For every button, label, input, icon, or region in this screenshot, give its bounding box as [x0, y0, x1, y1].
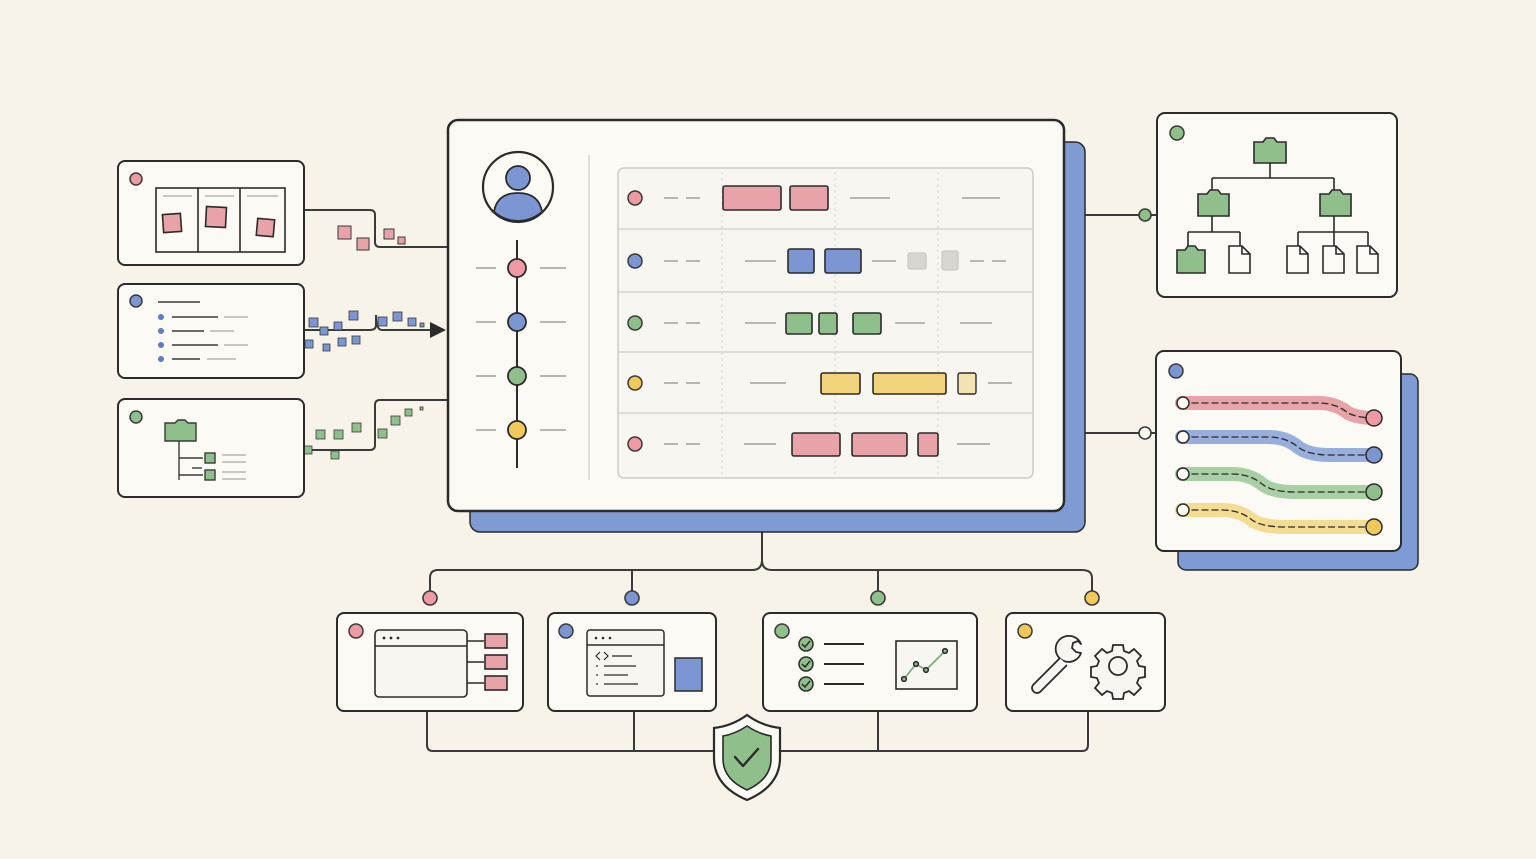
left-panel-list[interactable] — [117, 283, 305, 379]
status-dot-blue — [558, 623, 574, 639]
status-dot-red — [348, 623, 364, 639]
connector-bottom — [426, 712, 716, 752]
dot-right-top — [1138, 208, 1152, 222]
status-dot-red — [129, 172, 143, 186]
bottom-panel-tools[interactable] — [1005, 612, 1166, 712]
status-dot-green — [129, 410, 143, 424]
dot-bottom-1 — [422, 590, 438, 606]
folder-icon — [1253, 137, 1287, 164]
connector-trunk — [429, 532, 763, 598]
flow-end-dots — [1365, 409, 1383, 536]
dot-right-mid — [1138, 426, 1152, 440]
line-chart-icon — [895, 640, 958, 690]
flow-lines — [1175, 396, 1381, 534]
gear-icon — [1090, 644, 1146, 700]
checklist-icon — [798, 636, 864, 692]
right-panel-hierarchy[interactable] — [1156, 112, 1398, 298]
gantt-table — [617, 167, 1034, 479]
gantt-row-3 — [627, 312, 992, 335]
code-window-icon — [586, 629, 703, 697]
vertical-timeline — [476, 240, 566, 468]
shield-check-icon[interactable] — [712, 713, 782, 802]
particles-red — [337, 225, 406, 251]
folder-tree-icon — [164, 419, 246, 481]
file-icon — [1286, 245, 1309, 274]
status-dot-yellow — [1017, 623, 1033, 639]
timeline-node-green — [507, 366, 527, 386]
wrench-icon — [1031, 634, 1082, 694]
right-panel-flows[interactable] — [1155, 350, 1419, 571]
flow-start-spirals — [1176, 396, 1190, 517]
status-dot-blue — [1168, 363, 1184, 379]
timeline-node-blue — [507, 312, 527, 332]
file-icon — [1228, 245, 1251, 274]
status-dot-blue — [129, 294, 143, 308]
connector-dots — [422, 208, 1152, 606]
gantt-row-1 — [627, 185, 1000, 211]
folder-hierarchy-icon — [1176, 137, 1379, 274]
bottom-panel-checklist[interactable] — [762, 612, 978, 712]
bottom-panel-browser[interactable] — [336, 612, 524, 712]
file-icon — [1356, 245, 1379, 274]
folder-icon — [1319, 189, 1352, 217]
main-dashboard[interactable] — [446, 118, 1086, 533]
left-panel-kanban[interactable] — [117, 160, 305, 266]
bottom-panel-code[interactable] — [547, 612, 717, 712]
connector-left-2 — [304, 314, 446, 338]
timeline-node-red — [507, 258, 527, 278]
gantt-row-4 — [627, 372, 1012, 395]
bullet-list-icon — [158, 301, 248, 362]
kanban-board-icon — [155, 187, 286, 253]
status-dot-green — [1169, 125, 1185, 141]
browser-window-icon — [374, 629, 508, 698]
gantt-row-2 — [627, 248, 1006, 274]
folder-icon — [1197, 189, 1230, 217]
dot-bottom-4 — [1084, 590, 1100, 606]
connector-left-3 — [304, 399, 448, 451]
user-avatar-icon[interactable] — [481, 150, 555, 224]
dot-bottom-2 — [624, 590, 640, 606]
timeline-node-yellow — [507, 420, 527, 440]
left-panel-folder-tree[interactable] — [117, 398, 305, 498]
connector-left-1 — [304, 209, 448, 248]
dot-bottom-3 — [870, 590, 886, 606]
folder-icon — [1176, 245, 1206, 274]
status-dot-green — [774, 623, 790, 639]
gantt-row-5 — [627, 432, 990, 457]
file-icon — [1322, 245, 1345, 274]
